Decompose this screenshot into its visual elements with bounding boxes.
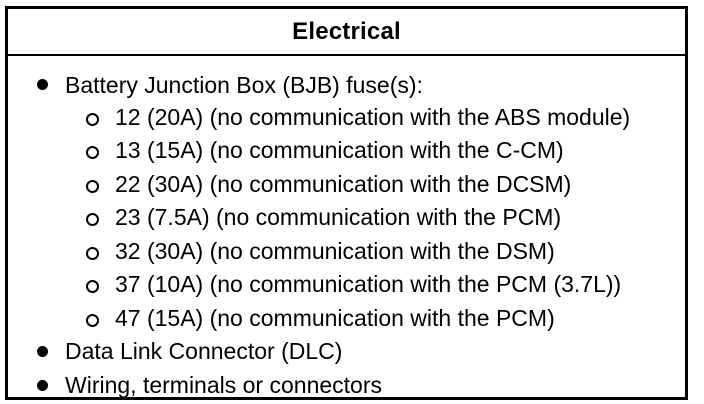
sub-list-item-text: 23 (7.5A) (no communication with the PCM… [115, 204, 562, 230]
bullet-disc-icon [37, 380, 48, 391]
list-item-text: Battery Junction Box (BJB) fuse(s): [65, 72, 423, 98]
bullet-circle-icon [86, 247, 99, 260]
list-item-text: Data Link Connector (DLC) [65, 338, 343, 364]
table-header: Electrical [8, 9, 685, 56]
bullet-disc-icon [37, 79, 48, 90]
sub-list-item-text: 22 (30A) (no communication with the DCSM… [115, 171, 572, 197]
bullet-circle-icon [86, 113, 99, 126]
list-item-text: Wiring, terminals or connectors [65, 372, 382, 398]
bullet-circle-icon [86, 146, 99, 159]
bullet-circle-icon [86, 314, 99, 327]
table-title: Electrical [292, 17, 401, 45]
sub-list-item-text: 32 (30A) (no communication with the DSM) [115, 238, 555, 264]
bullet-circle-icon [86, 213, 99, 226]
sub-list-item-text: 12 (20A) (no communication with the ABS … [115, 104, 631, 130]
sub-list-item-text: 37 (10A) (no communication with the PCM … [115, 271, 622, 297]
bullet-circle-icon [86, 180, 99, 193]
bullet-circle-icon [86, 280, 99, 293]
sub-list-item-text: 13 (15A) (no communication with the C-CM… [115, 137, 564, 163]
bullet-disc-icon [37, 346, 48, 357]
sub-list-item-text: 47 (15A) (no communication with the PCM) [115, 305, 555, 331]
electrical-table: Electrical Battery Junction Box (BJB) fu… [5, 6, 688, 400]
